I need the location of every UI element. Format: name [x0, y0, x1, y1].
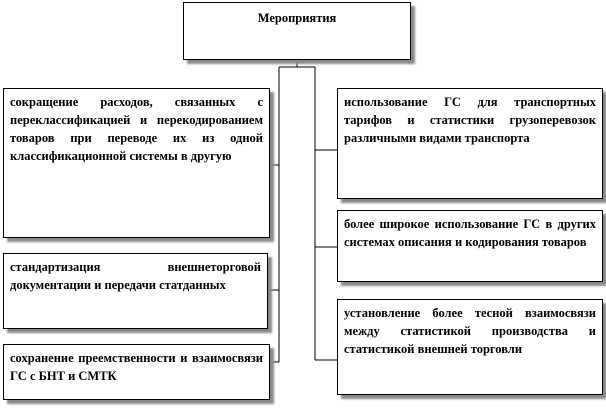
right-box-1-text: использование ГС для транспортных тарифо… — [344, 95, 596, 145]
right-box-2-text: более широкое использование ГС в других … — [344, 217, 596, 249]
right-box-2: более широкое использование ГС в других … — [337, 210, 603, 282]
title-box: Мероприятия — [183, 2, 411, 60]
right-box-3-text: установление более тесной взаимосвязи ме… — [344, 306, 596, 356]
right-box-3: установление более тесной взаимосвязи ме… — [337, 299, 603, 395]
title-text: Мероприятия — [257, 11, 337, 25]
left-box-2-text: стандартизация внешнеторговой документац… — [10, 260, 261, 292]
left-box-3-text: сохранение преемственности и взаимосвязи… — [10, 351, 263, 383]
left-box-3: сохранение преемственности и взаимосвязи… — [3, 344, 270, 400]
left-box-1-text: сокращение расходов, связанных с перекла… — [10, 95, 263, 163]
left-box-1: сокращение расходов, связанных с перекла… — [3, 88, 270, 238]
left-box-2: стандартизация внешнеторговой документац… — [3, 253, 268, 329]
right-box-1: использование ГС для транспортных тарифо… — [337, 88, 603, 199]
